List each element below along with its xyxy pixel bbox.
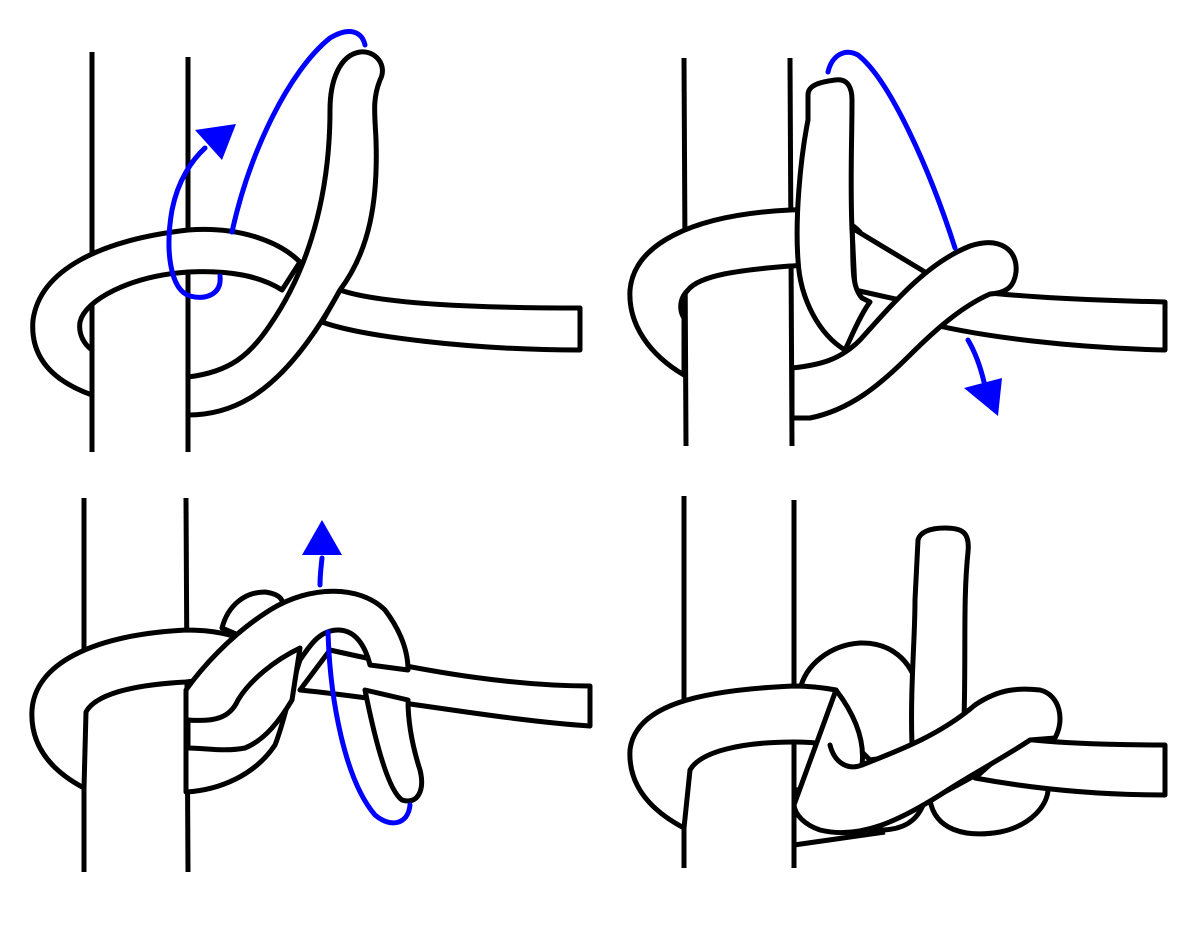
rope-turn bbox=[627, 683, 865, 831]
guide-arrowhead-down-2 bbox=[964, 378, 1002, 416]
post-base-strand bbox=[793, 829, 886, 848]
step-1-panel bbox=[30, 29, 583, 452]
rope-standing-part bbox=[972, 735, 1168, 798]
rope-turn bbox=[30, 226, 303, 398]
rope-working-end bbox=[789, 240, 1019, 421]
rope-turn bbox=[29, 627, 248, 791]
guide-path-2 bbox=[825, 49, 958, 251]
guide-path-3-lower bbox=[325, 629, 413, 826]
step-2-panel bbox=[627, 49, 1168, 447]
rope-front-strand bbox=[791, 686, 1063, 836]
guide-arrowhead-up-1 bbox=[195, 124, 236, 160]
rope-working-end bbox=[909, 525, 971, 748]
guide-path-1-loop bbox=[166, 145, 223, 300]
rope-inner-strand bbox=[185, 645, 303, 753]
guide-arrowhead-up-3 bbox=[302, 520, 342, 555]
rope-bight bbox=[794, 77, 873, 353]
rope-standing-part bbox=[319, 287, 583, 353]
guide-path-2-lower bbox=[965, 337, 987, 385]
rope-hidden-edge bbox=[827, 742, 865, 770]
guide-path-3 bbox=[317, 555, 325, 588]
guide-path-1 bbox=[229, 29, 368, 235]
rope-hanging-bight bbox=[362, 687, 425, 804]
rope-bight bbox=[185, 49, 385, 418]
step-3-panel bbox=[29, 497, 593, 873]
rope-standing-part bbox=[297, 647, 593, 729]
step-4-panel bbox=[627, 496, 1168, 868]
